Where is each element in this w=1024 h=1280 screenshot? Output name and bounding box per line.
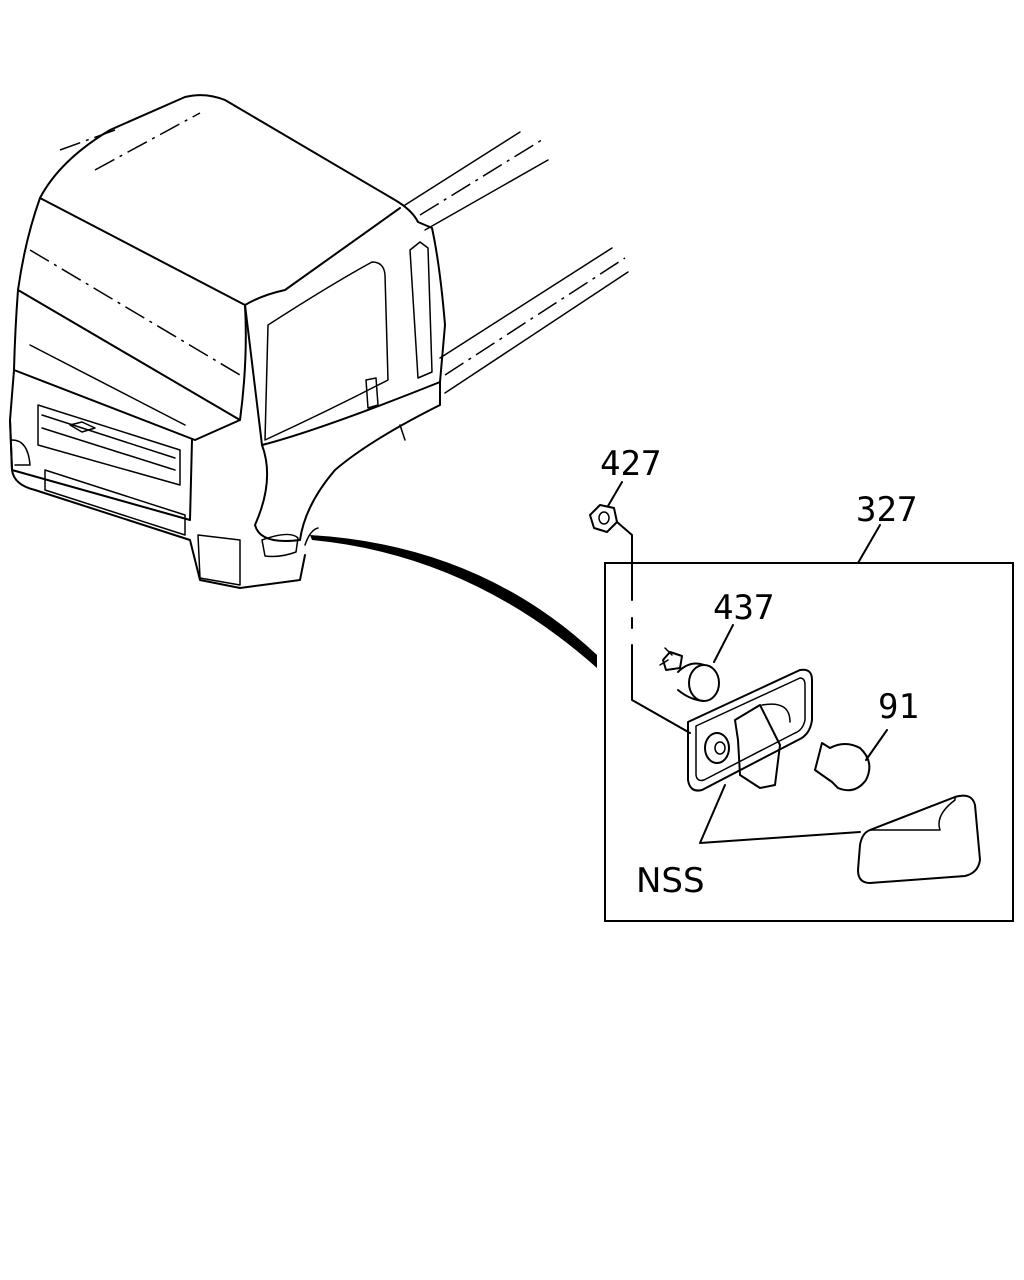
detail-pointer	[310, 535, 597, 668]
callout-nss: NSS	[636, 861, 705, 901]
nut-leader	[616, 521, 633, 601]
detail-box	[604, 562, 1014, 922]
callout-327-leader	[857, 524, 881, 564]
bulb-part	[814, 742, 871, 792]
callout-437-leader	[713, 624, 734, 663]
callout-427: 427	[600, 444, 661, 484]
nut-axis-line	[631, 644, 691, 734]
nss-leader	[699, 784, 861, 844]
callout-91: 91	[878, 687, 919, 727]
nut-part	[589, 504, 618, 533]
socket-part	[659, 647, 720, 702]
callout-427-leader	[607, 481, 623, 507]
truck-cab-illustration	[9, 94, 629, 589]
bulb-leader	[865, 729, 888, 761]
lens-part	[857, 794, 981, 884]
lamp-housing-part	[687, 668, 813, 792]
callout-437: 437	[713, 588, 774, 628]
callout-327: 327	[856, 490, 917, 530]
